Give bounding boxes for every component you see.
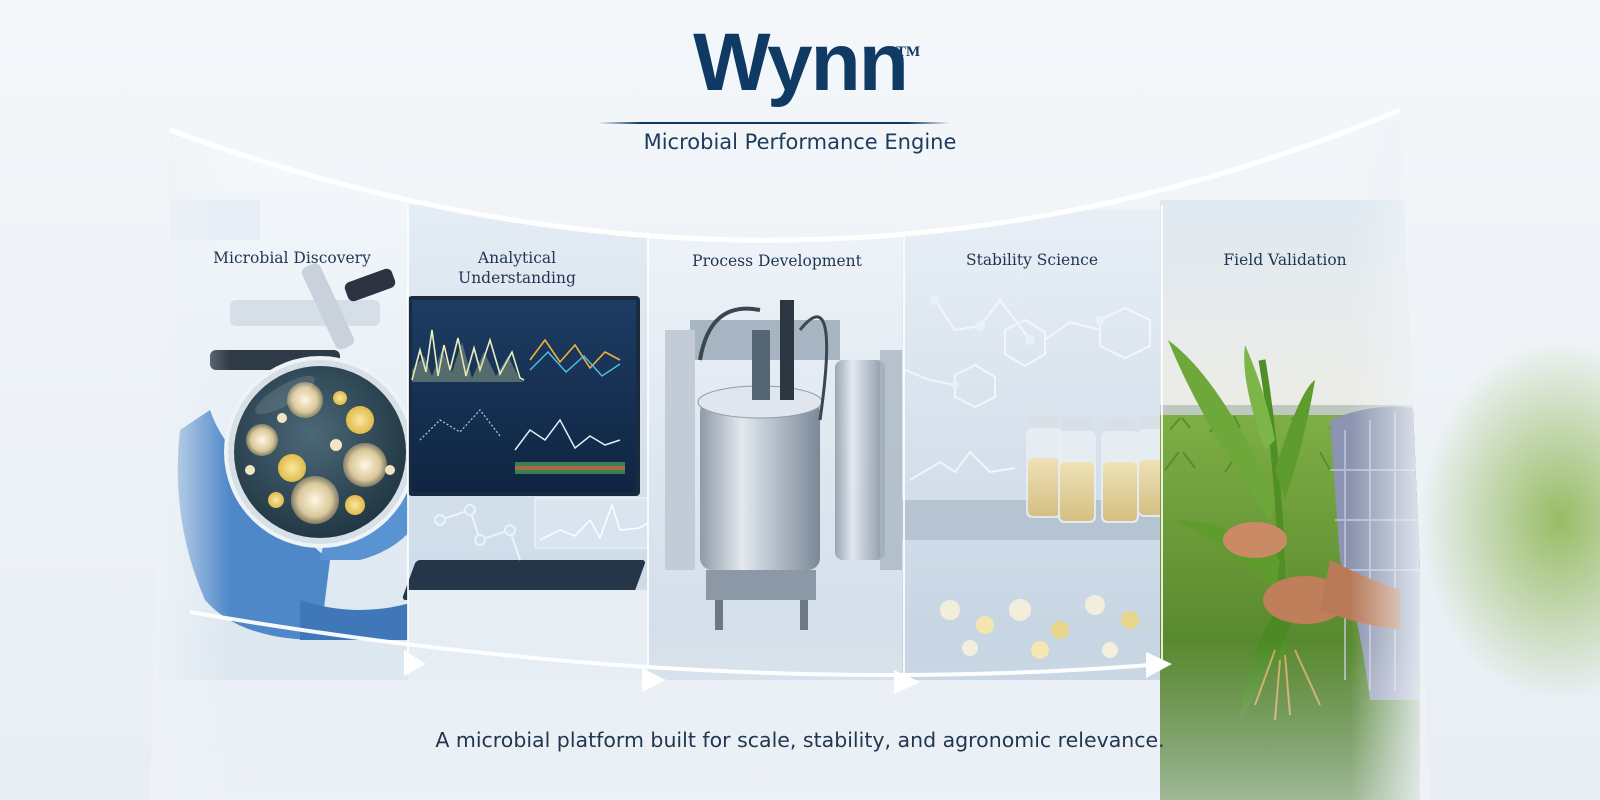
tagline: A microbial platform built for scale, st… xyxy=(435,728,1165,752)
brand-subtitle: Microbial Performance Engine xyxy=(643,130,957,154)
stage-label-field-validation: Field Validation xyxy=(1223,251,1347,269)
monitor-icon xyxy=(408,296,640,496)
arrow-right-icon xyxy=(1146,652,1172,678)
arrow-right-icon xyxy=(642,668,666,692)
stage-label-analytical-understanding: Analytical Understanding xyxy=(458,249,576,288)
brand-divider xyxy=(598,122,950,124)
stage-label-process-development: Process Development xyxy=(692,252,862,270)
stage-label-stability-science: Stability Science xyxy=(965,251,1099,269)
petri-dish-icon xyxy=(224,356,416,548)
trademark-mark: TM xyxy=(896,44,921,60)
arrow-right-icon xyxy=(894,670,920,694)
brand-logo: Wynn xyxy=(693,17,909,108)
stage-label-microbial-discovery: Microbial Discovery xyxy=(213,249,371,267)
bioreactor-icon xyxy=(665,300,902,630)
arrow-right-icon xyxy=(404,650,426,676)
vials-icon xyxy=(1026,415,1164,523)
